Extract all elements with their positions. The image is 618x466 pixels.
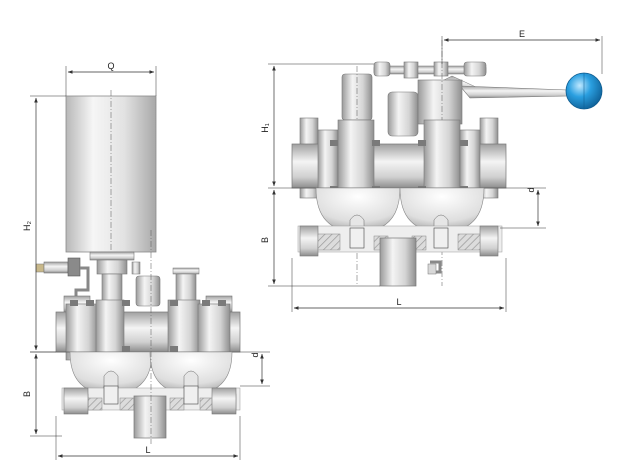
dim-B-left: B	[22, 351, 62, 437]
handle-lever	[459, 85, 569, 99]
dim-label-d-right: d	[526, 187, 536, 192]
dim-label-H1: H₁	[260, 123, 270, 133]
pneumatic-actuator-cylinder	[65, 95, 157, 253]
dim-label-B-left: B	[22, 391, 32, 397]
actuator-coupling	[96, 259, 128, 275]
valve-bonnet-center	[387, 91, 419, 137]
dim-L-left: L	[55, 416, 241, 460]
dim-L-right: L	[291, 258, 507, 312]
dim-label-L-left: L	[145, 445, 150, 455]
dim-label-d-left: d	[250, 352, 260, 357]
dim-Q: Q	[65, 61, 157, 96]
dim-label-B-right: B	[260, 237, 270, 243]
bottom-outlet	[379, 237, 417, 287]
dim-label-L-right: L	[396, 297, 401, 307]
dim-d-right: d	[500, 187, 546, 229]
valve-bonnet-right	[417, 79, 463, 125]
dim-d-left: d	[240, 351, 270, 387]
actuator-base-plate	[89, 251, 135, 261]
flange-bolts	[70, 300, 226, 352]
dim-H1: H₁	[260, 63, 374, 189]
dim-label-Q: Q	[107, 61, 114, 71]
dim-E: E	[441, 29, 603, 74]
dim-label-E: E	[519, 29, 525, 39]
bottom-outlet	[133, 395, 167, 439]
dim-label-H2: H₂	[22, 221, 32, 231]
valve-stem-center	[135, 275, 161, 307]
dim-B-right: B	[260, 189, 380, 287]
proximity-sensor	[35, 257, 90, 300]
left-view-actuated-valve: Q H₂ d B L	[22, 61, 270, 460]
right-view-manual-valve: E H₁ d B L	[260, 29, 603, 312]
